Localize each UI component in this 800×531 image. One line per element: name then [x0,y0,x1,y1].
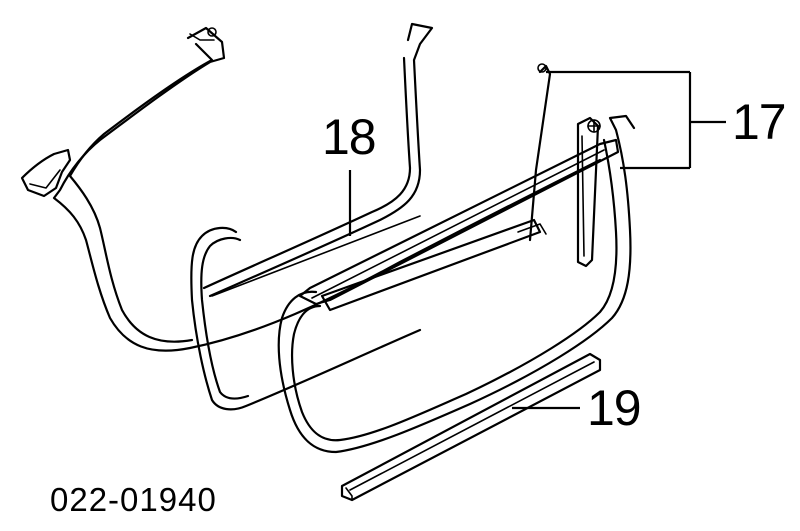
callout-17: 17 [732,94,786,150]
sill-strip [340,352,602,502]
callout-18: 18 [322,109,376,165]
diagram-code: 022-01940 [50,481,217,518]
door-opening-trim [277,63,636,454]
leader-lines [348,70,726,410]
door-weatherstrip [190,22,434,411]
callout-19: 19 [587,380,641,436]
body-side-weatherstrip [20,26,602,352]
